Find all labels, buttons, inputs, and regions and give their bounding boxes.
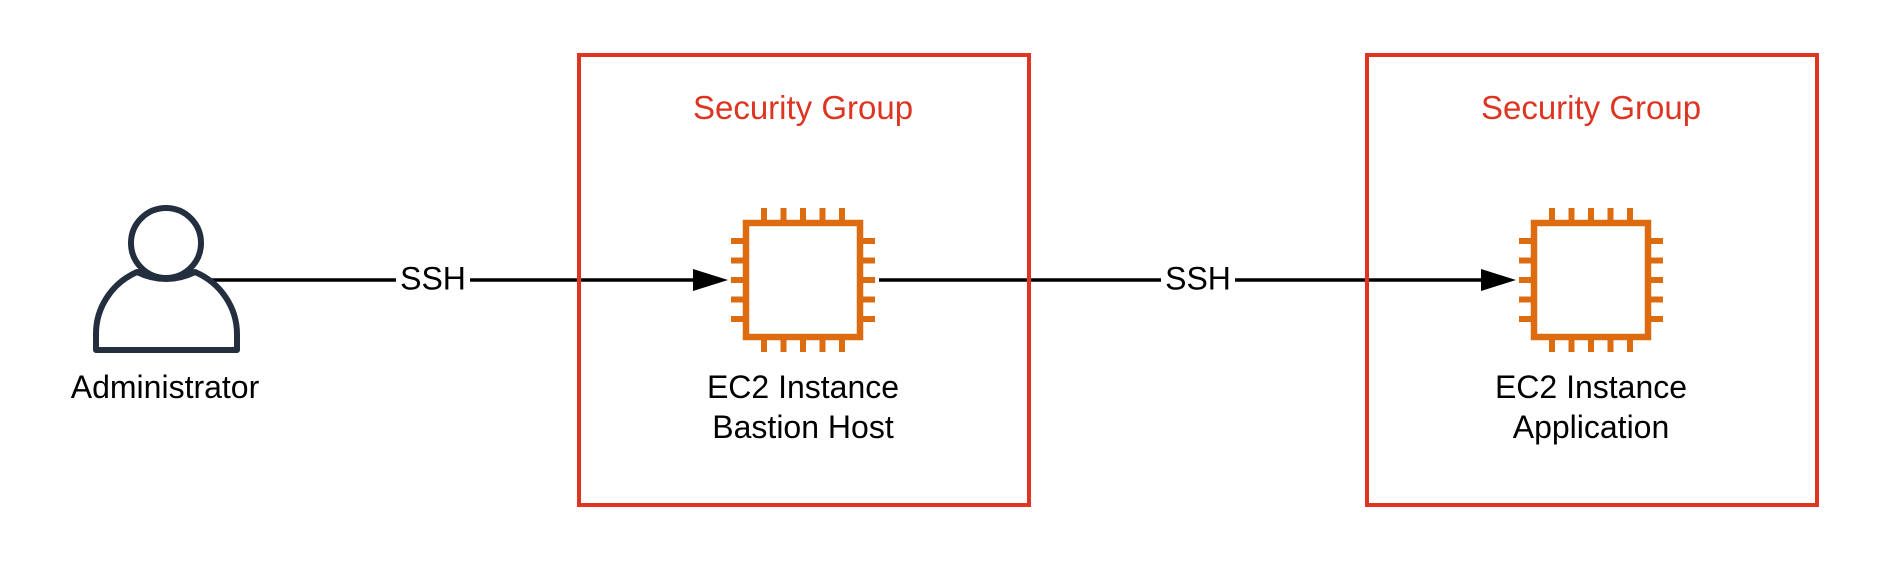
security-group-application[interactable]: Security Group [1365,53,1819,507]
edge-label-ssh: SSH [400,260,466,296]
node-label-line2: Application [1513,409,1670,445]
security-group-border [1365,53,1819,507]
edge-label-background [1161,262,1235,298]
arrowhead-icon [1481,269,1516,291]
arrowhead-icon [693,269,728,291]
security-group-border [577,53,1031,507]
node-label-line1: EC2 Instance [1495,369,1687,405]
ec2-chip-body [742,219,864,341]
node-label-line1: EC2 Instance [707,369,899,405]
person-icon [92,205,241,353]
security-group-label: Security Group [1481,89,1701,126]
edge-admin-to-bastion: SSH [208,260,728,298]
security-group-bastion[interactable]: Security Group [577,53,1031,507]
node-ec2-application[interactable]: EC2 Instance Application [1495,208,1687,445]
node-ec2-bastion-host[interactable]: EC2 Instance Bastion Host [707,208,899,445]
security-group-label: Security Group [693,89,913,126]
ec2-chip-icon [731,208,875,352]
edge-bastion-to-application: SSH [879,260,1516,298]
node-label-line2: Bastion Host [712,409,894,445]
edge-label-ssh: SSH [1165,260,1231,296]
edge-label-background [396,262,470,298]
ec2-chip-body [1530,219,1652,341]
node-label: Administrator [71,369,260,405]
ec2-chip-icon [1519,208,1663,352]
node-administrator[interactable]: Administrator [71,205,260,405]
